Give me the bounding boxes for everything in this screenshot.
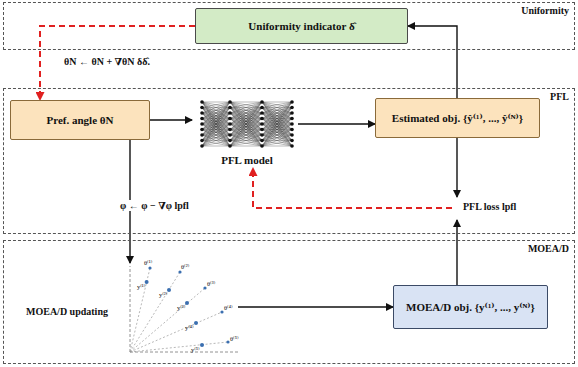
- objective-box: MOEA/D obj. {y⁽¹⁾, ..., y⁽ᴺ⁾}: [393, 285, 548, 329]
- point-label: y⁽²⁾: [159, 291, 167, 299]
- region-label: PFL: [550, 91, 569, 102]
- model-label: PFL model: [192, 154, 302, 166]
- loss-label: PFL loss lpfl: [463, 201, 516, 212]
- angle-label: θ⁽⁵⁾: [230, 335, 239, 343]
- loss-input-arrow: [456, 138, 457, 197]
- angle-label: θ⁽⁴⁾: [224, 304, 233, 312]
- connector-arrow: [298, 124, 375, 125]
- moead-update-sketch: [130, 266, 238, 352]
- update-rule-label: φ ← φ − ∇φ lpfl: [118, 200, 191, 211]
- point-label: y⁽⁴⁾: [185, 324, 194, 332]
- sketch-title: MOEA/D updating: [26, 306, 108, 317]
- box-label: MOEA/D obj. {y⁽¹⁾, ..., y⁽ᴺ⁾}: [406, 301, 535, 314]
- point-label: y⁽¹⁾: [137, 283, 145, 291]
- angle-label: θ⁽¹⁾: [144, 259, 152, 267]
- region-band: UniformityUniformity indicator δ̂: [3, 2, 575, 50]
- box-label: Estimated obj. {ŷ⁽¹⁾, ..., ŷ⁽ᴺ⁾}: [392, 112, 523, 125]
- input-box: Pref. angle θN: [10, 100, 150, 140]
- angle-label: θ⁽²⁾: [181, 263, 189, 271]
- point-label: y⁽³⁾: [177, 304, 185, 312]
- neural-network-icon: [200, 100, 294, 148]
- output-box: Estimated obj. {ŷ⁽¹⁾, ..., ŷ⁽ᴺ⁾}: [375, 98, 540, 138]
- region-band: PFL Pref. angle θN PFL model Estimated obj.…: [3, 88, 575, 234]
- region-label: Uniformity: [521, 5, 569, 16]
- box-label: Pref. angle θN: [47, 114, 114, 126]
- angle-label: θ⁽³⁾: [207, 280, 215, 288]
- connector-arrow: [150, 120, 192, 121]
- update-rule-label: θN ← θN + ∇θN δδ̂.: [62, 56, 152, 67]
- indicator-box: Uniformity indicator δ̂: [195, 8, 408, 44]
- point-label: y⁽⁵⁾: [191, 346, 200, 354]
- region-band: MOEA/D MOEA/D obj. {y⁽¹⁾, ..., y⁽ᴺ⁾}: [3, 240, 575, 364]
- model-icon: PFL model: [192, 96, 302, 168]
- connector-arrow: [253, 168, 457, 285]
- box-label: Uniformity indicator δ̂: [248, 20, 354, 32]
- connector-arrow: [130, 140, 393, 307]
- region-label: MOEA/D: [528, 243, 569, 254]
